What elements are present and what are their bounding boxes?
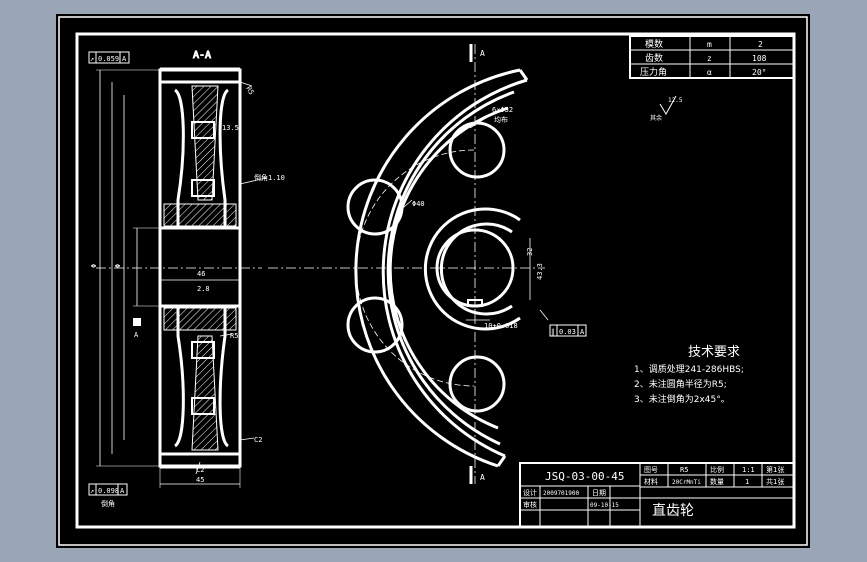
scale-value: 1:1 bbox=[742, 466, 755, 474]
gear-row-1-symbol: z bbox=[707, 54, 712, 63]
drawing-border-outer bbox=[58, 16, 808, 546]
front-view bbox=[268, 44, 549, 484]
title-block bbox=[519, 462, 795, 528]
dim-2-8: 2.8 bbox=[197, 285, 210, 293]
tolerance-datum: A bbox=[122, 55, 127, 63]
ratio-value: R5 bbox=[680, 466, 688, 474]
dim-c2-bottom: C2 bbox=[196, 466, 204, 474]
tolerance-symbol: ↗ bbox=[90, 487, 94, 495]
dim-c2: C2 bbox=[254, 436, 262, 444]
gear-row-2-symbol: α bbox=[707, 68, 712, 77]
drawing-border-inner bbox=[75, 32, 796, 529]
material-value: 20CrMnTi bbox=[672, 479, 701, 486]
gear-row-1-name: 齿数 bbox=[645, 52, 663, 64]
chamfer-bottom-note: 倒角 bbox=[101, 499, 115, 508]
tolerance-datum: A bbox=[580, 328, 585, 336]
tolerance-datum: A bbox=[120, 487, 125, 495]
date-label: 日期 bbox=[592, 489, 606, 497]
dim-dia-left: Φ bbox=[90, 264, 98, 268]
dim-dia-40: Φ40 bbox=[412, 200, 425, 208]
tech-req-item-2: 3、未注倒角为2x45°。 bbox=[634, 393, 730, 405]
technical-requirements: 技术要求 1、调质处理241-286HBS; 2、未注圆角半径为R5; 3、未注… bbox=[634, 345, 744, 405]
surface-finish-note: 其余 bbox=[650, 114, 662, 122]
cut-mark-top: A bbox=[480, 49, 485, 58]
datum-a-label: A bbox=[134, 331, 139, 339]
tolerance-value: 0.098 bbox=[98, 487, 119, 495]
front-dimensions: 6×Φ32 均布 Φ40 32 43.3 10±0.018 bbox=[412, 106, 544, 330]
gear-row-1-value: 108 bbox=[752, 54, 767, 63]
dim-chamfer: 倒角1.10 bbox=[254, 173, 285, 182]
section-dimensions: R5 13.5 倒角1.10 46 2.8 R5 C2 C2 45 Φ Φ A bbox=[90, 85, 285, 484]
qty-label: 数量 bbox=[710, 477, 724, 486]
dim-hole-note: 6×Φ32 bbox=[492, 106, 513, 114]
gear-row-2-name: 压力角 bbox=[640, 66, 667, 78]
gear-row-0-value: 2 bbox=[758, 40, 763, 49]
dim-r-top: R5 bbox=[244, 85, 255, 96]
tolerance-value: 0.059 bbox=[98, 55, 119, 63]
tech-req-title: 技术要求 bbox=[688, 345, 740, 360]
gear-parameter-table: 模数 m 2 齿数 z 108 压力角 α 20° bbox=[629, 35, 795, 79]
surface-finish: 12.5 其余 bbox=[650, 95, 683, 122]
scale-label: 比例 bbox=[710, 465, 724, 474]
ratio-label: 图号 bbox=[644, 466, 658, 474]
cut-marks: A A bbox=[469, 44, 485, 484]
tolerance-frame-right: ∥ 0.03 A bbox=[549, 324, 587, 337]
surface-finish-value: 12.5 bbox=[668, 97, 683, 104]
dim-bore-32: 32 bbox=[526, 248, 534, 256]
total-label: 共1张 bbox=[766, 477, 784, 486]
section-label: A-A bbox=[193, 50, 211, 61]
dim-dia-left2: Φ bbox=[114, 264, 122, 268]
tolerance-frame-bottom-left: ↗ 0.098 A 倒角 bbox=[88, 483, 128, 508]
date-value: 09-10-15 bbox=[590, 502, 619, 509]
drawing-number: JSQ-03-00-45 bbox=[545, 470, 624, 483]
qty-value: 1 bbox=[745, 478, 749, 486]
gear-row-2-value: 20° bbox=[752, 68, 766, 77]
dim-key-10: 10±0.018 bbox=[484, 322, 518, 330]
designer-label: 设计 bbox=[523, 488, 537, 497]
tolerance-symbol: ↗ bbox=[90, 55, 94, 63]
dim-r-mid: R5 bbox=[230, 332, 238, 340]
cut-mark-bottom: A bbox=[480, 473, 485, 482]
tolerance-frame-top-left: ↗ 0.059 A bbox=[88, 51, 130, 64]
dim-45: 45 bbox=[196, 476, 204, 484]
checker-label: 审核 bbox=[523, 500, 537, 509]
gear-row-0-name: 模数 bbox=[645, 38, 663, 50]
dim-13-5: 13.5 bbox=[222, 124, 239, 132]
dim-key-43-3: 43.3 bbox=[536, 263, 544, 280]
tech-req-item-1: 2、未注圆角半径为R5; bbox=[634, 378, 727, 390]
gear-row-0-symbol: m bbox=[707, 40, 712, 49]
title-block-text: JSQ-03-00-45 直齿轮 图号 R5 比例 1:1 第1张 材料 20C… bbox=[523, 465, 784, 519]
dim-hole-note2: 均布 bbox=[494, 115, 508, 124]
section-view: A-A bbox=[96, 50, 267, 488]
material-label: 材料 bbox=[644, 477, 658, 486]
sheet-label: 第1张 bbox=[766, 465, 784, 474]
tech-req-item-0: 1、调质处理241-286HBS; bbox=[634, 363, 744, 375]
tolerance-value: 0.03 bbox=[559, 328, 576, 336]
designer-value: 2009701900 bbox=[543, 490, 580, 497]
part-name: 直齿轮 bbox=[652, 502, 694, 519]
tolerance-symbol: ∥ bbox=[551, 328, 555, 336]
dim-46: 46 bbox=[197, 270, 205, 278]
